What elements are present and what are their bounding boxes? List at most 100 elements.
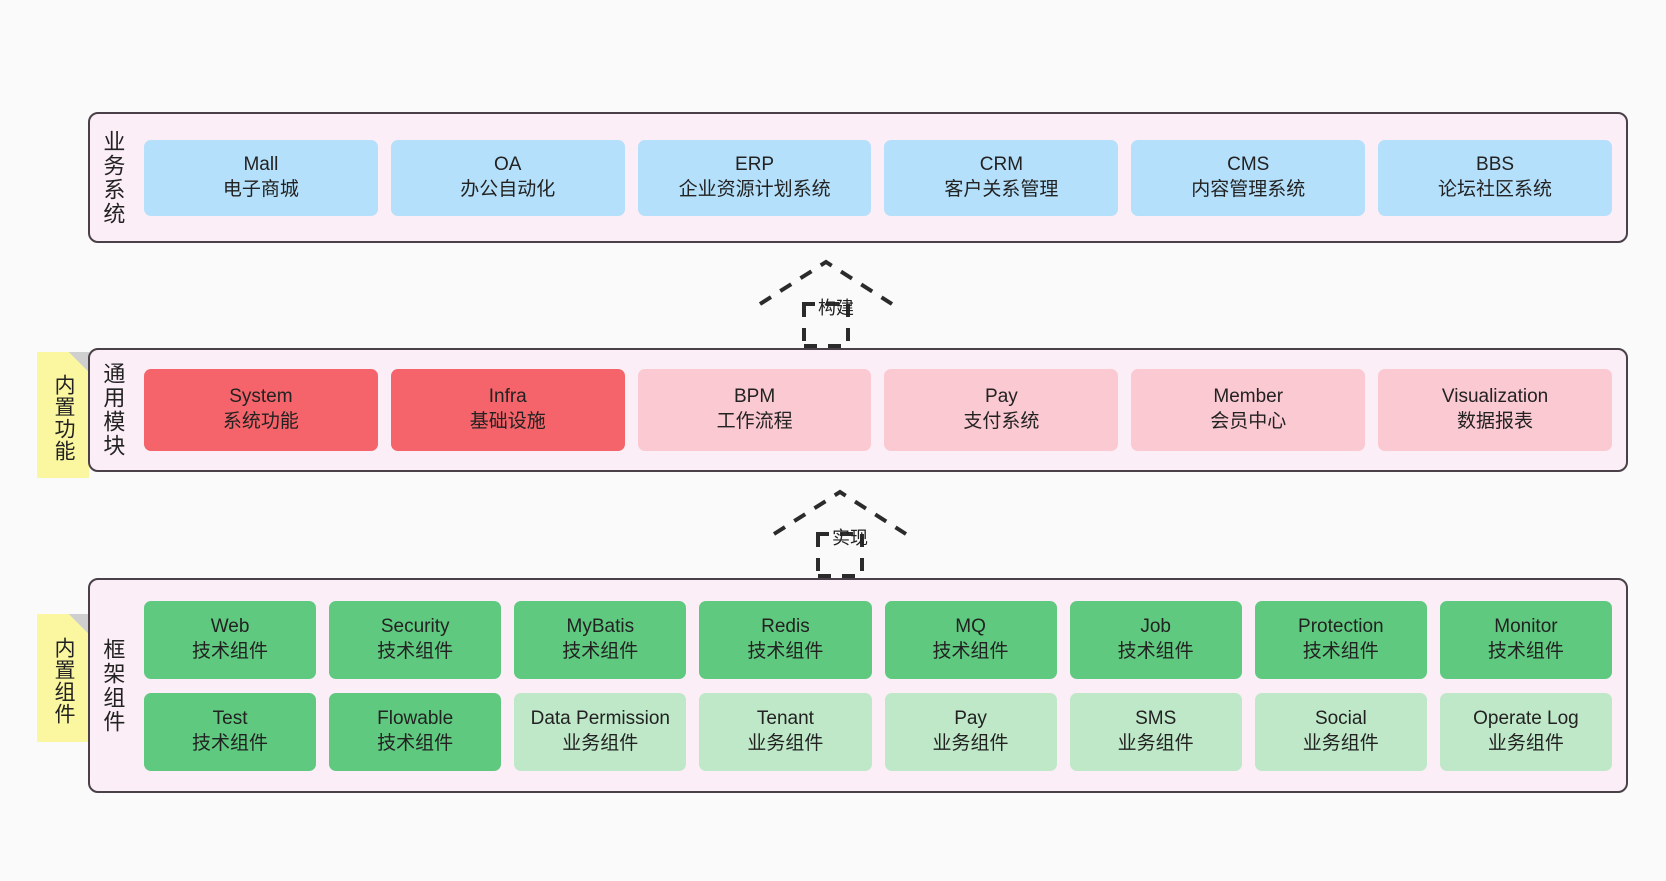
note-builtin-function-label: 内置功能 bbox=[51, 374, 75, 462]
node-subtitle: 会员中心 bbox=[1210, 411, 1287, 432]
node-subtitle: 业务组件 bbox=[1302, 732, 1379, 754]
node-title: Data Permission bbox=[530, 707, 670, 729]
node-subtitle: 内容管理系统 bbox=[1191, 178, 1306, 200]
node-title: Visualization bbox=[1441, 386, 1549, 408]
node-title: Protection bbox=[1298, 615, 1384, 637]
node-mq[interactable]: MQ 技术组件 bbox=[884, 600, 1057, 679]
node-title: Infra bbox=[488, 386, 527, 408]
node-title: BBS bbox=[1476, 153, 1515, 175]
node-title: CRM bbox=[979, 153, 1024, 175]
node-subtitle: 技术组件 bbox=[1117, 640, 1194, 662]
node-subtitle: 数据报表 bbox=[1457, 411, 1534, 432]
build-arrow-icon bbox=[758, 259, 894, 348]
node-title: Social bbox=[1314, 707, 1367, 729]
node-test[interactable]: Test 技术组件 bbox=[144, 692, 317, 771]
layer-body-business-system: Mall 电子商城 OA 办公自动化 ERP 企业资源计划系统 CRM 客户关系… bbox=[134, 114, 1626, 241]
node-tenant[interactable]: Tenant 业务组件 bbox=[699, 692, 872, 771]
node-title: Pay bbox=[954, 707, 987, 729]
node-sms[interactable]: SMS 业务组件 bbox=[1069, 692, 1242, 771]
node-subtitle: 技术组件 bbox=[377, 640, 454, 662]
layer-title-framework-component: 框架组件 bbox=[100, 637, 126, 734]
node-title: Mall bbox=[243, 153, 279, 175]
node-crm[interactable]: CRM 客户关系管理 bbox=[884, 139, 1119, 216]
node-title: MyBatis bbox=[566, 615, 635, 637]
node-subtitle: 技术组件 bbox=[192, 640, 269, 662]
node-flowable[interactable]: Flowable 技术组件 bbox=[329, 692, 502, 771]
note-fold-corner-icon bbox=[69, 352, 89, 372]
node-system[interactable]: System 系统功能 bbox=[144, 369, 378, 451]
node-title: Security bbox=[380, 615, 450, 637]
node-subtitle: 技术组件 bbox=[1302, 640, 1379, 662]
node-title: Operate Log bbox=[1473, 707, 1579, 729]
node-infra[interactable]: Infra 基础设施 bbox=[390, 369, 625, 451]
node-subtitle: 技术组件 bbox=[747, 640, 824, 662]
layer-framework-component: 框架组件 Web 技术组件 Security 技术组件 MyBatis 技术组件… bbox=[88, 578, 1628, 793]
node-pay-component[interactable]: Pay 业务组件 bbox=[884, 692, 1057, 771]
node-subtitle: 支付系统 bbox=[963, 411, 1040, 432]
layer-body-framework-component: Web 技术组件 Security 技术组件 MyBatis 技术组件 Redi… bbox=[134, 580, 1626, 791]
node-subtitle: 技术组件 bbox=[192, 732, 269, 754]
node-title: SMS bbox=[1135, 707, 1177, 729]
node-subtitle: 业务组件 bbox=[1117, 732, 1194, 754]
node-subtitle: 系统功能 bbox=[222, 411, 299, 432]
node-subtitle: 客户关系管理 bbox=[944, 178, 1059, 200]
layer-title-business-system: 业务系统 bbox=[100, 129, 126, 226]
note-builtin-component-label: 内置组件 bbox=[51, 637, 75, 725]
node-member[interactable]: Member 会员中心 bbox=[1131, 369, 1366, 451]
node-subtitle: 业务组件 bbox=[562, 732, 639, 754]
node-security[interactable]: Security 技术组件 bbox=[329, 600, 502, 679]
node-subtitle: 论坛社区系统 bbox=[1438, 178, 1553, 200]
node-subtitle: 电子商城 bbox=[222, 178, 299, 200]
node-social[interactable]: Social 业务组件 bbox=[1254, 692, 1427, 771]
node-mall[interactable]: Mall 电子商城 bbox=[144, 139, 378, 216]
node-subtitle: 办公自动化 bbox=[460, 178, 556, 200]
node-data-permission[interactable]: Data Permission 业务组件 bbox=[514, 692, 687, 771]
node-title: CMS bbox=[1227, 153, 1270, 175]
implement-arrow-icon bbox=[772, 489, 908, 578]
node-bpm[interactable]: BPM 工作流程 bbox=[637, 369, 872, 451]
node-title: Flowable bbox=[377, 707, 454, 729]
node-redis[interactable]: Redis 技术组件 bbox=[699, 600, 872, 679]
node-subtitle: 基础设施 bbox=[469, 411, 546, 432]
node-mybatis[interactable]: MyBatis 技术组件 bbox=[514, 600, 687, 679]
node-operate-log[interactable]: Operate Log 业务组件 bbox=[1439, 692, 1612, 771]
node-title: Web bbox=[210, 615, 250, 637]
node-subtitle: 技术组件 bbox=[562, 640, 639, 662]
node-visualization[interactable]: Visualization 数据报表 bbox=[1378, 369, 1612, 451]
node-title: BPM bbox=[733, 386, 776, 408]
node-cms[interactable]: CMS 内容管理系统 bbox=[1131, 139, 1366, 216]
node-protection[interactable]: Protection 技术组件 bbox=[1254, 600, 1427, 679]
note-builtin-component: 内置组件 bbox=[37, 614, 89, 742]
node-job[interactable]: Job 技术组件 bbox=[1069, 600, 1242, 679]
node-title: Pay bbox=[985, 386, 1018, 408]
node-title: MQ bbox=[955, 615, 986, 637]
node-subtitle: 企业资源计划系统 bbox=[678, 178, 831, 200]
node-erp[interactable]: ERP 企业资源计划系统 bbox=[637, 139, 872, 216]
node-title: ERP bbox=[735, 153, 775, 175]
connector-build-label: 构建 bbox=[818, 298, 854, 318]
node-web[interactable]: Web 技术组件 bbox=[144, 600, 317, 679]
node-monitor[interactable]: Monitor 技术组件 bbox=[1439, 600, 1612, 679]
node-title: System bbox=[229, 386, 293, 408]
node-subtitle: 技术组件 bbox=[1487, 640, 1564, 662]
node-title: Test bbox=[212, 707, 248, 729]
node-title: Monitor bbox=[1494, 615, 1558, 637]
layer-business-system: 业务系统 Mall 电子商城 OA 办公自动化 ERP 企业资源计划系统 CRM… bbox=[88, 112, 1628, 243]
node-subtitle: 工作流程 bbox=[716, 411, 793, 432]
layer-body-common-module: System 系统功能 Infra 基础设施 BPM 工作流程 Pay 支付系统… bbox=[134, 350, 1626, 470]
note-builtin-function: 内置功能 bbox=[37, 352, 89, 478]
node-oa[interactable]: OA 办公自动化 bbox=[390, 139, 625, 216]
node-title: Job bbox=[1140, 615, 1171, 637]
node-subtitle: 业务组件 bbox=[932, 732, 1009, 754]
node-pay-module[interactable]: Pay 支付系统 bbox=[884, 369, 1119, 451]
connector-implement: 实现 bbox=[770, 488, 950, 578]
node-bbs[interactable]: BBS 论坛社区系统 bbox=[1378, 139, 1612, 216]
node-subtitle: 业务组件 bbox=[1487, 732, 1564, 754]
node-title: Tenant bbox=[756, 707, 814, 729]
node-subtitle: 业务组件 bbox=[747, 732, 824, 754]
note-fold-corner-icon bbox=[69, 614, 89, 634]
layer-title-common-module: 通用模块 bbox=[100, 362, 126, 458]
framework-row-tech: Web 技术组件 Security 技术组件 MyBatis 技术组件 Redi… bbox=[144, 600, 1612, 679]
node-title: OA bbox=[494, 153, 522, 175]
